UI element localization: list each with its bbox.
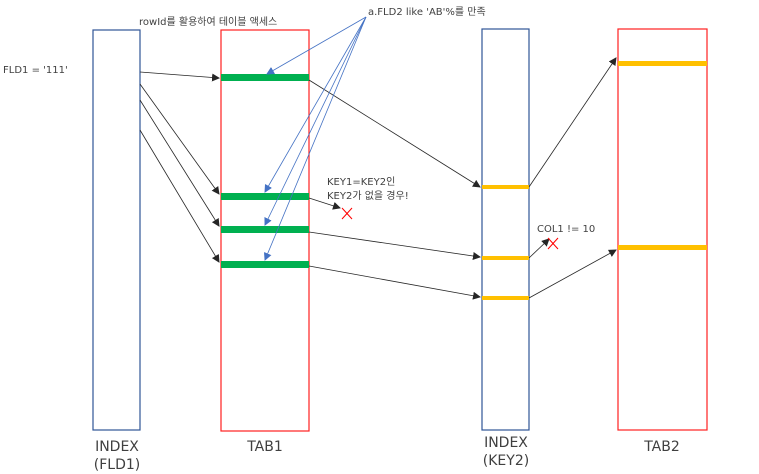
filter-fail-cross <box>547 237 559 250</box>
tab2-caption-line1: TAB2 <box>644 439 680 455</box>
index-fld1-caption-line2: (FLD1) <box>93 457 141 473</box>
tab2-row <box>618 61 707 66</box>
index-key2-caption-line1: INDEX <box>484 435 528 451</box>
col1-filter-note: COL1 != 10 <box>537 224 596 235</box>
join-arrow <box>308 265 481 300</box>
like-arrow <box>263 16 367 261</box>
index-key2-box <box>481 28 530 431</box>
key2-arrow <box>528 249 617 299</box>
rowid-arrow <box>139 83 220 195</box>
key2-arrow <box>528 57 617 188</box>
join-arrow <box>308 197 341 210</box>
fld1-condition-label: FLD1 = '111' <box>3 65 68 76</box>
rowid-arrow <box>139 99 220 227</box>
like-arrow <box>264 16 367 226</box>
tab1-row <box>221 193 309 200</box>
key2-row <box>482 185 529 189</box>
tab1-row <box>221 261 309 268</box>
index-fld1-box <box>92 29 141 431</box>
tab2-caption: TAB2 <box>622 438 702 456</box>
rowid-arrow <box>139 71 220 82</box>
join-arrow <box>308 231 481 260</box>
index-key2-caption-line2: (KEY2) <box>482 453 530 469</box>
rowid-arrow <box>139 129 220 263</box>
tab1-row <box>221 74 309 81</box>
no-match-cross <box>341 207 353 220</box>
join-arrow <box>308 79 481 188</box>
rowid-access-note: rowId를 활용하여 테이블 액세스 <box>139 17 278 28</box>
tab1-caption: TAB1 <box>225 438 305 456</box>
like-arrow <box>266 16 367 75</box>
tab1-row <box>221 226 309 233</box>
tab2-row <box>618 245 707 250</box>
key2-row <box>482 296 529 300</box>
tab1-caption-line1: TAB1 <box>247 439 283 455</box>
key-join-note-line1: KEY1=KEY2인 <box>327 177 396 188</box>
index-fld1-caption: INDEX (FLD1) <box>80 438 154 474</box>
like-arrow <box>264 16 367 193</box>
key2-row <box>482 256 529 260</box>
index-key2-caption: INDEX (KEY2) <box>469 434 543 470</box>
index-fld1-caption-line1: INDEX <box>95 439 139 455</box>
key2-arrow <box>528 238 550 259</box>
like-condition-note: a.FLD2 like 'AB'%를 만족 <box>368 7 486 18</box>
key-join-note-line2: KEY2가 없을 경우! <box>327 191 409 202</box>
tab2-box <box>617 28 708 431</box>
